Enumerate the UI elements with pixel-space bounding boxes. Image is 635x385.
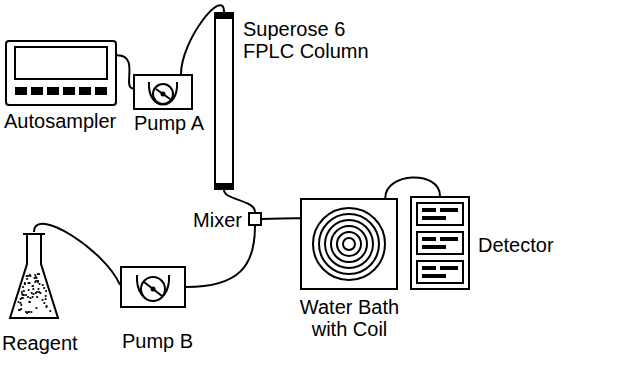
tubing bbox=[186, 226, 255, 287]
tubing-line bbox=[262, 217, 300, 220]
autosampler-icon bbox=[5, 40, 117, 106]
tubing-line bbox=[34, 224, 120, 285]
fplc-column: Superose 6 FPLC Column bbox=[214, 12, 234, 190]
detector: Detector bbox=[410, 196, 470, 290]
tubing-line bbox=[385, 177, 440, 198]
detector-icon bbox=[410, 196, 470, 290]
component-label: Superose 6 FPLC Column bbox=[243, 18, 378, 62]
pump-b: Pump B bbox=[120, 266, 186, 308]
tubing-line bbox=[224, 190, 255, 212]
tubing bbox=[224, 190, 255, 212]
component-label: Water Bath with Coil bbox=[292, 296, 407, 340]
component-label: Autosampler bbox=[4, 110, 116, 132]
pump-a: Pump A bbox=[133, 74, 193, 110]
tubing bbox=[262, 218, 300, 220]
water-bath: Water Bath with Coil bbox=[300, 198, 398, 290]
mixer-icon bbox=[248, 212, 262, 226]
pump-b-icon bbox=[120, 266, 186, 308]
mixer: Mixer bbox=[248, 212, 262, 226]
component-label: Detector bbox=[478, 234, 554, 256]
tubing bbox=[34, 224, 120, 285]
component-label: Pump B bbox=[122, 330, 193, 352]
component-label: Reagent bbox=[2, 332, 78, 354]
component-label: Pump A bbox=[134, 112, 204, 134]
reagent-flask: Reagent bbox=[8, 232, 60, 322]
fplc-column-icon bbox=[214, 12, 234, 190]
reagent-flask-icon bbox=[8, 232, 60, 322]
tubing bbox=[385, 177, 440, 198]
pump-a-icon bbox=[133, 74, 193, 110]
water-bath-icon bbox=[300, 198, 398, 290]
autosampler: Autosampler bbox=[5, 40, 117, 106]
tubing-line bbox=[117, 55, 133, 88]
tubing-line bbox=[186, 226, 255, 287]
component-label: Mixer bbox=[186, 209, 242, 231]
tubing bbox=[117, 55, 133, 88]
